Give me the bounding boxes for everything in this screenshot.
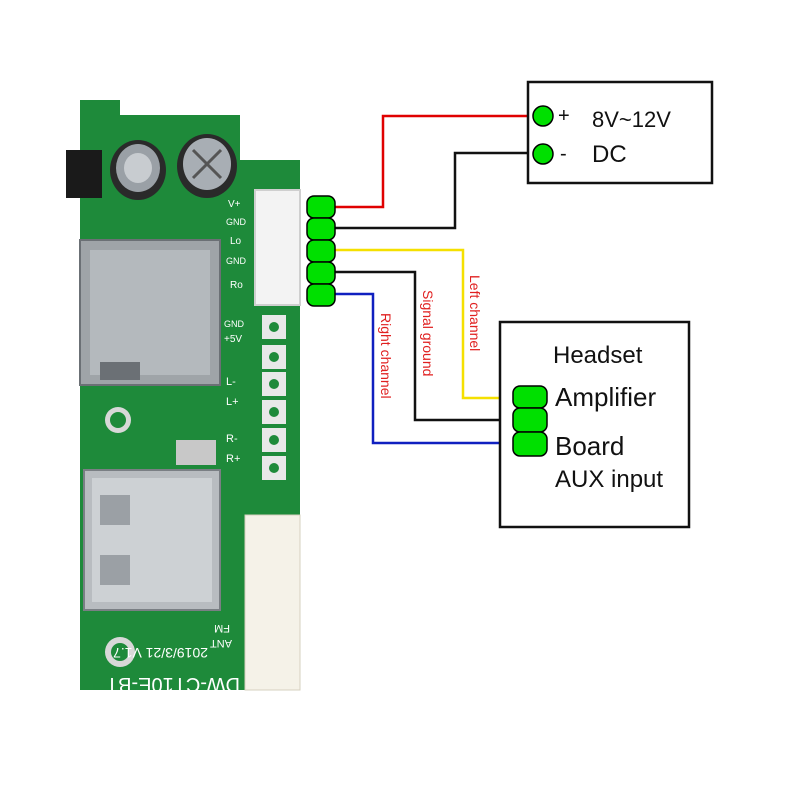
- signal-ground-label: Signal ground: [420, 290, 436, 376]
- connector-pin: [306, 283, 336, 307]
- amp-label-aux: AUX input: [555, 466, 663, 493]
- wire-red: [334, 114, 533, 209]
- pcb-pin-label: GND: [226, 217, 247, 227]
- pcb-pin-label: GND: [224, 319, 245, 329]
- pcb-pin-label: Ro: [230, 280, 243, 291]
- smd-component: [176, 440, 216, 465]
- connector-pin: [306, 217, 336, 241]
- pcb-pin-label: V+: [228, 199, 241, 210]
- wire-yellow: [334, 248, 518, 400]
- voltage-label: 8V~12V: [592, 107, 671, 132]
- pcb-pin-label: GND: [226, 256, 247, 266]
- power-plus-terminal: [532, 105, 554, 127]
- amplifier-box: Headset Amplifier Board AUX input: [498, 320, 691, 529]
- left-channel-label: Left channel: [467, 275, 483, 351]
- connector-pin: [306, 239, 336, 263]
- pcb-pin-label: L-: [226, 376, 236, 388]
- pcb-version-label: 2019/3/21 V1.7: [113, 645, 208, 661]
- capacitor-right: [177, 134, 237, 198]
- power-minus-terminal: [532, 143, 554, 165]
- wire-blue: [334, 292, 518, 445]
- usb-port: [83, 469, 221, 611]
- wire-black-signal: [334, 270, 518, 422]
- pcb-pin-label: R-: [226, 433, 238, 445]
- right-channel-label: Right channel: [378, 313, 394, 399]
- pcb-pin-label: L+: [226, 396, 239, 408]
- wires: [334, 114, 533, 445]
- amp-input-pin: [512, 385, 548, 409]
- plus-sign: +: [558, 105, 570, 127]
- pads: [262, 315, 286, 480]
- minus-sign: -: [560, 143, 567, 165]
- connector-pin: [306, 195, 336, 219]
- amp-input-pin: [512, 431, 548, 457]
- pcb-model-label: DW-CT10E-BT: [106, 673, 240, 695]
- power-box-frame: [526, 80, 714, 185]
- amp-label-amplifier: Amplifier: [555, 382, 656, 412]
- connector-pin: [306, 261, 336, 285]
- pcb-pin-labels: V+ GND Lo GND Ro GND +5V L- L+ R- R+: [224, 199, 247, 465]
- pcb-board: V+ GND Lo GND Ro GND +5V L- L+ R- R+: [66, 100, 301, 695]
- sd-card-slot: [79, 239, 221, 386]
- wire-black-power: [334, 151, 533, 230]
- amp-label-board: Board: [555, 431, 624, 461]
- dc-label: DC: [592, 141, 627, 168]
- capacitor-left: [110, 140, 166, 200]
- amp-input-pin: [512, 407, 548, 433]
- pcb-fm-label: FM: [214, 622, 230, 634]
- dc-jack: [66, 150, 102, 198]
- pcb-tab: [80, 100, 120, 130]
- bluetooth-module: [244, 514, 301, 691]
- power-supply-box: + - 8V~12V DC: [526, 80, 714, 185]
- pcb-pin-label: Lo: [230, 236, 242, 247]
- pin-header: [254, 189, 301, 306]
- pcb-ant-label: ANT: [210, 637, 232, 649]
- pcb-pin-label: +5V: [224, 334, 242, 345]
- pcb-pin-label: R+: [226, 453, 240, 465]
- connector-pins: [306, 195, 336, 307]
- amp-label-headset: Headset: [553, 342, 643, 369]
